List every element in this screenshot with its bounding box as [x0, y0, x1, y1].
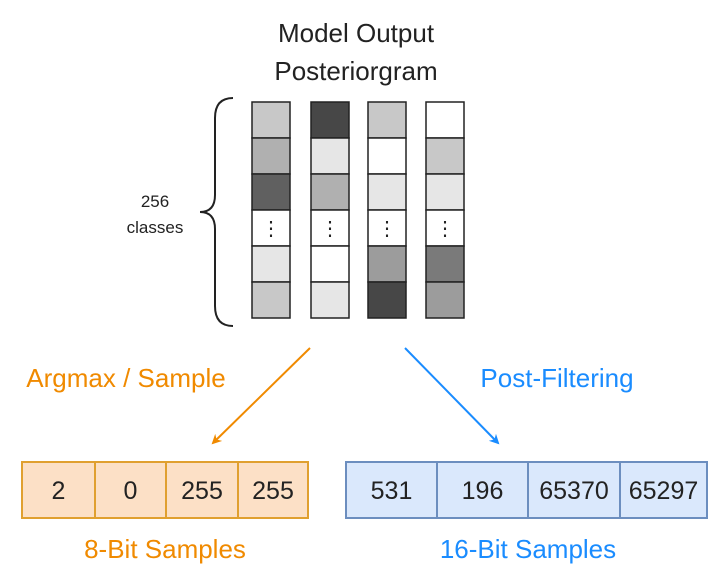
- posteriorgram-cell: [251, 245, 291, 283]
- 16bit-sample-box: [436, 461, 529, 519]
- ellipsis-glyph: ⋮: [377, 218, 397, 240]
- 8bit-sample-value: 255: [252, 477, 294, 505]
- posteriorgram-cell: [425, 245, 465, 283]
- posteriorgram-column: ⋮: [310, 101, 350, 319]
- posteriorgram-cell: [367, 245, 407, 283]
- 16bit-sample-box: [345, 461, 438, 519]
- posteriorgram-cell: [310, 281, 350, 319]
- 8bit-sample-value: 0: [124, 477, 138, 505]
- posteriorgram-cell: [310, 173, 350, 211]
- 8bit-samples-caption: 8-Bit Samples: [84, 534, 246, 564]
- 16bit-samples-row: 531 196 65370 65297: [345, 461, 708, 519]
- 16bit-sample-value: 65370: [539, 477, 609, 505]
- post-filtering-arrow: [404, 347, 500, 445]
- posteriorgram-cell: [251, 281, 291, 319]
- 8bit-sample-value: 255: [181, 477, 223, 505]
- posteriorgram-cell: [367, 137, 407, 175]
- posteriorgram-cell: [425, 281, 465, 319]
- 8bit-samples-row: 2 0 255 255: [21, 461, 309, 519]
- posteriorgram-column: ⋮: [251, 101, 291, 319]
- posteriorgram-cell: [367, 281, 407, 319]
- 16bit-sample-value: 196: [462, 477, 504, 505]
- 16bit-sample-box: [619, 461, 708, 519]
- posteriorgram-cell: [310, 137, 350, 175]
- post-filtering-label: Post-Filtering: [480, 363, 633, 393]
- posteriorgram-ellipsis-cell: [425, 209, 465, 247]
- classes-count-label: 256: [141, 192, 169, 211]
- classes-brace: [199, 97, 234, 327]
- posteriorgram-cell: [251, 101, 291, 139]
- posteriorgram-cell: [251, 173, 291, 211]
- 8bit-sample-value: 2: [52, 477, 66, 505]
- argmax-arrow: [211, 347, 311, 445]
- 16bit-sample-value: 65297: [629, 477, 699, 505]
- argmax-sample-label: Argmax / Sample: [26, 363, 225, 393]
- ellipsis-glyph: ⋮: [320, 218, 340, 240]
- ellipsis-glyph: ⋮: [435, 218, 455, 240]
- 16bit-samples-caption: 16-Bit Samples: [440, 534, 616, 564]
- 8bit-sample-box: [237, 461, 309, 519]
- posteriorgram-cell: [310, 245, 350, 283]
- posteriorgram-cell: [425, 101, 465, 139]
- title-line-2: Posteriorgram: [274, 56, 437, 86]
- posteriorgram-column: ⋮: [367, 101, 407, 319]
- 16bit-sample-value: 531: [371, 477, 413, 505]
- 16bit-sample-box: [527, 461, 621, 519]
- title-line-1: Model Output: [278, 18, 435, 48]
- posteriorgram-grid: ⋮ ⋮ ⋮ ⋮: [251, 101, 465, 319]
- ellipsis-glyph: ⋮: [261, 218, 281, 240]
- posteriorgram-column: ⋮: [425, 101, 465, 319]
- posteriorgram-cell: [251, 137, 291, 175]
- posteriorgram-cell: [367, 173, 407, 211]
- posteriorgram-cell: [425, 173, 465, 211]
- posteriorgram-cell: [367, 101, 407, 139]
- posteriorgram-cell: [310, 101, 350, 139]
- posteriorgram-cell: [425, 137, 465, 175]
- classes-word-label: classes: [127, 218, 184, 237]
